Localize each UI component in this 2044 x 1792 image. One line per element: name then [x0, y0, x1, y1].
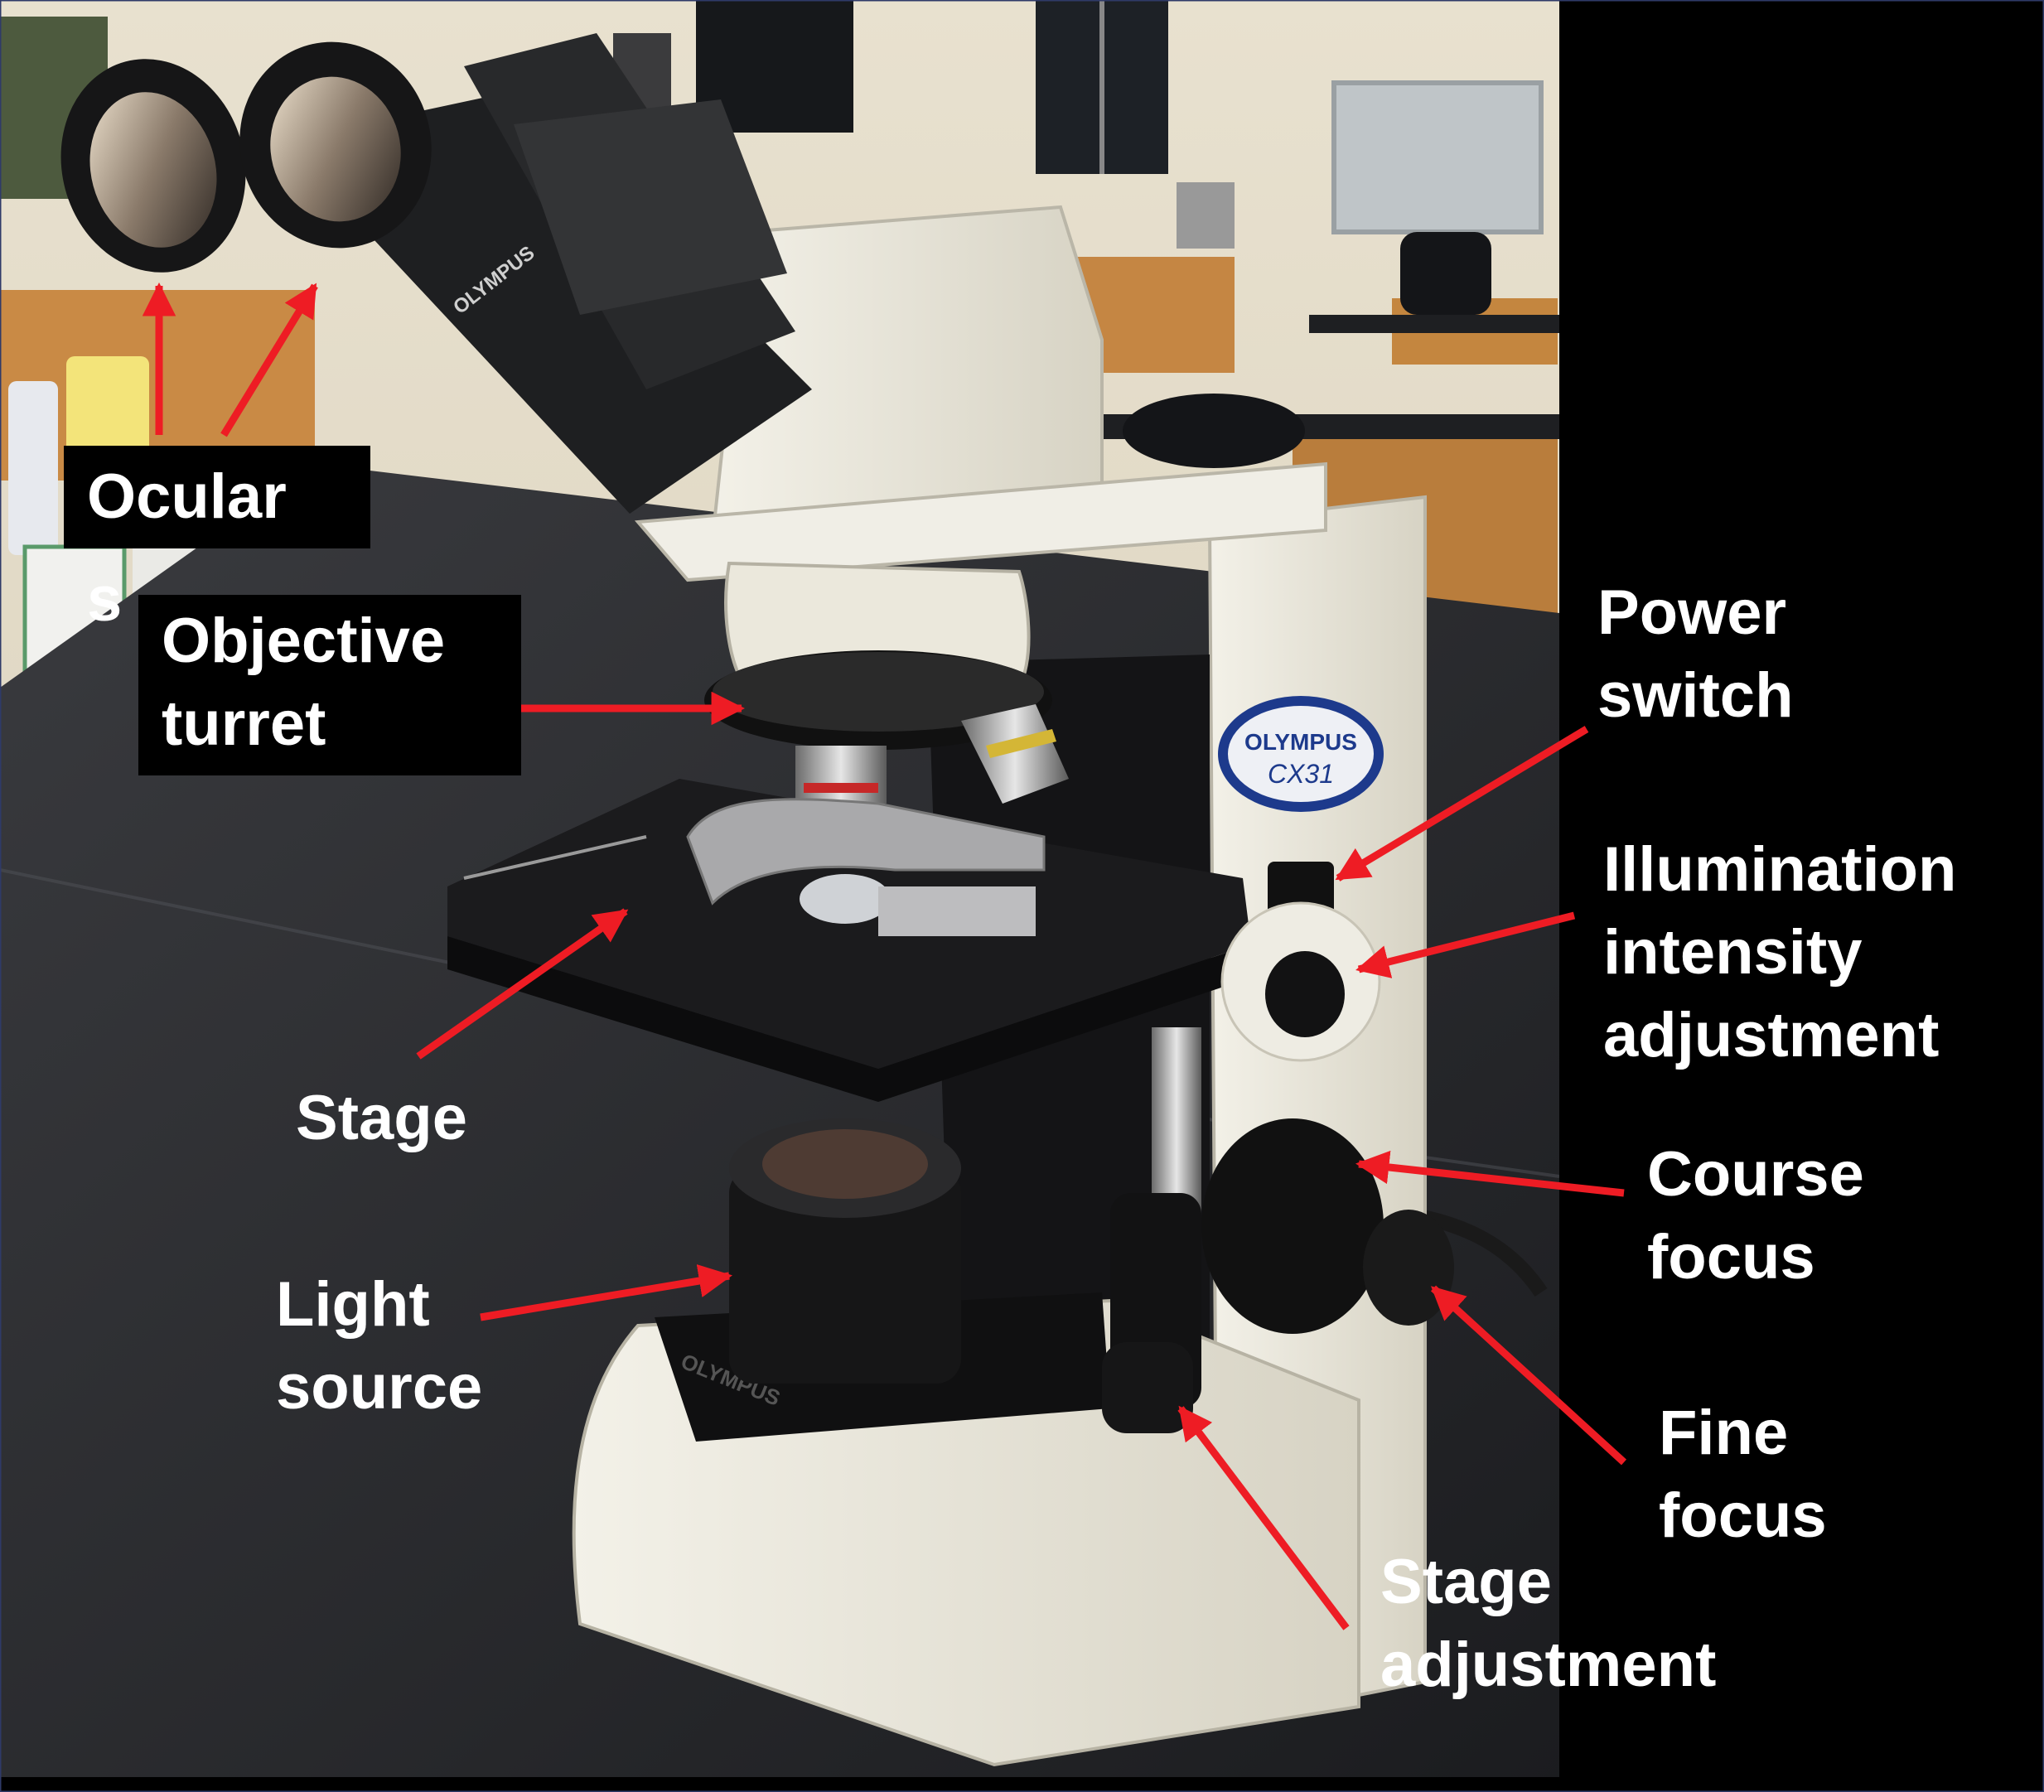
label-illumination: Illumination intensity adjustment [1603, 834, 1957, 1070]
olympus-badge: OLYMPUS CX31 [1218, 696, 1384, 812]
microscope: OLYMPUS OLYMPUS [60, 33, 1548, 1767]
arrow-course-focus [1355, 1150, 1625, 1197]
label-oculars: Ocular s [64, 446, 370, 635]
arrow-stage [416, 908, 629, 1060]
arrow-stage-adjustment [1177, 1405, 1350, 1630]
arrow-fine-focus [1430, 1285, 1627, 1466]
right-panel [1559, 0, 2044, 1792]
light-source-assembly [729, 1118, 961, 1384]
label-objective-turret: Objective turret [138, 595, 521, 775]
arrow-illumination [1355, 911, 1576, 978]
arrow-light-source [480, 1264, 732, 1321]
label-course-focus: Course focus [1647, 1139, 1864, 1292]
badge-model: CX31 [1268, 759, 1334, 789]
annotation-arrows [142, 282, 1627, 1630]
intensity-dial [1265, 951, 1345, 1037]
stage-platform [447, 779, 1251, 1218]
focus-knobs [1102, 1118, 1454, 1433]
eyepieces: OLYMPUS [60, 33, 812, 514]
label-stage-adjustment: Stage adjustment [1380, 1547, 1717, 1700]
label-power-switch: Power switch [1597, 577, 1794, 731]
label-light-source: Light source [276, 1269, 483, 1422]
badge-brand: OLYMPUS [1244, 729, 1357, 755]
label-fine-focus: Fine focus [1659, 1398, 1827, 1551]
label-stage: Stage [296, 1083, 467, 1153]
arrow-oculars-right [220, 283, 318, 437]
arrow-power-switch [1335, 726, 1589, 882]
